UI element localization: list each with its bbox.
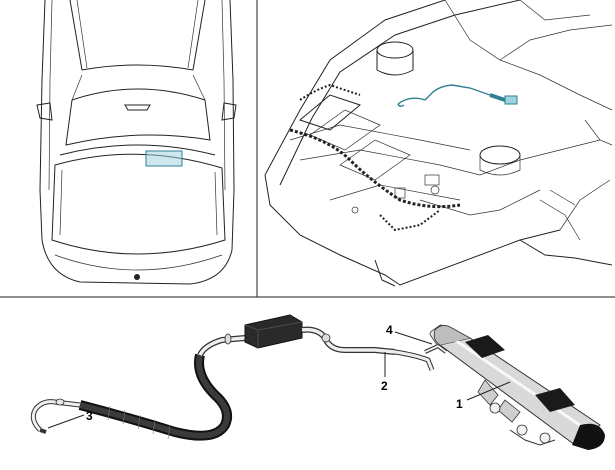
receiver-bottle: [433, 325, 605, 450]
callout-lines: [47, 331, 511, 429]
highlight-location: [145, 150, 183, 167]
engine-bay-view: [264, 0, 613, 287]
callout-1: 1: [456, 397, 463, 411]
callout-4: 4: [386, 323, 393, 337]
car-top-view: [36, 0, 237, 285]
callout-3: 3: [86, 409, 93, 423]
panel-dividers: [0, 0, 615, 298]
callout-2: 2: [381, 379, 388, 393]
ac-line-assembly: [30, 314, 605, 450]
